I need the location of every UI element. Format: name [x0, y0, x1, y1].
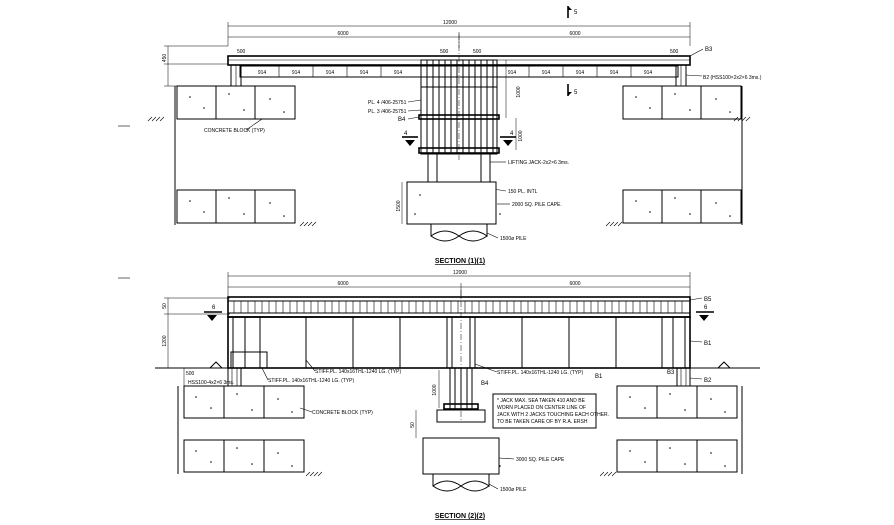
s2-label-b1-low: B1 — [595, 374, 603, 380]
s2-girder — [227, 316, 691, 369]
svg-text:914: 914 — [292, 70, 301, 76]
s2-dim-top: 50 — [162, 303, 168, 309]
s2-label-stf-left: STIFF.PL. 140x16THL-1240 LG. (TYP) — [268, 378, 354, 384]
svg-text:914: 914 — [360, 70, 369, 76]
s1-cut-5-top: 5 — [574, 10, 578, 16]
s1-title: SECTION (1)(1) — [435, 258, 485, 265]
s2-label-b3-right: B3 — [667, 370, 675, 376]
s1-label-concrete: CONCRETE BLOCK (TYP) — [204, 128, 265, 134]
s2-label-b1: B1 — [704, 341, 712, 347]
svg-text:914: 914 — [508, 70, 517, 76]
s2-dim-lower: 50 — [410, 422, 416, 428]
s2-cut-6-left: 6 — [212, 305, 216, 311]
s1-label-pl-intl: 150 PL. INTL — [508, 189, 538, 195]
s2-label-concrete: CONCRETE BLOCK (TYP) — [312, 410, 373, 416]
s1-dim-end-right: 500 — [670, 49, 679, 55]
s2-note-3: JACK WITH 2 JACKS TOUCHING EACH OTHER. — [497, 412, 609, 418]
s1-cut-5-mid: 5 — [574, 90, 578, 96]
s1-dim-tower: 1000 — [516, 86, 522, 97]
s2-label-b5: B5 — [704, 297, 712, 303]
s2-cut-6-right: 6 — [704, 305, 708, 311]
s2-label-left-jack: HSS100-4x2×6 3ms. — [188, 380, 234, 386]
s2-dim-mid: 500 — [186, 371, 195, 377]
svg-text:914: 914 — [644, 70, 653, 76]
svg-text:914: 914 — [258, 70, 267, 76]
s2-concrete-right-bottom — [616, 439, 738, 473]
s1-concrete-right-top — [622, 85, 742, 120]
s1-label-pile-cap: 2000 SQ. PILE CAPE. — [512, 202, 562, 208]
s2-center-tower — [436, 367, 486, 423]
s1-label-b4: B4 — [398, 117, 406, 123]
s1-dim-right: 6000 — [569, 31, 580, 37]
svg-text:914: 914 — [326, 70, 335, 76]
s2-concrete-right-top — [616, 385, 738, 419]
s1-dim-tower-lower: 1000 — [518, 130, 524, 141]
s2-note-2: WORN PLACED ON CENTER LINE OF — [497, 405, 586, 411]
s1-label-pile: 1500ø PILE — [500, 236, 527, 242]
s2-dim-total: 12000 — [453, 270, 467, 276]
s2-dim-left: 6000 — [337, 281, 348, 287]
s2-label-b2: B2 — [704, 378, 712, 384]
s2-title: SECTION (2)(2) — [435, 513, 485, 520]
s1-pl-bottom: PL. 3 /406-25751 — [368, 109, 407, 115]
s1-bay-labels: 914 914 914 914 914 914 914 914 914 914 — [258, 70, 653, 76]
s1-label-jack: LIFTING JACK-2x2×6 3ms. — [508, 160, 569, 166]
s1-dim-total: 12000 — [443, 20, 457, 26]
s2-dim-tower: 1000 — [432, 384, 438, 395]
svg-text:914: 914 — [576, 70, 585, 76]
s2-label-pile: 1500ø PILE — [500, 487, 527, 493]
s1-dim-side: 1500 — [396, 200, 402, 211]
s2-label-pile-cap: 3000 SQ. PILE CAPE — [516, 457, 565, 463]
s1-dim-center-left: 500 — [440, 49, 449, 55]
s1-label-b2: B2 (HSS100×2x2×6 3ms.) — [703, 75, 762, 81]
s2-note-box: * JACK MAX. SEA TAKEN 410 AND BE WORN PL… — [492, 393, 609, 429]
s1-concrete-left-top — [176, 85, 296, 120]
s1-dim-left: 6000 — [337, 31, 348, 37]
svg-text:914: 914 — [542, 70, 551, 76]
s1-dim-center-right: 500 — [473, 49, 482, 55]
section-2: 12000 6000 6000 50 1200 B5 6 6 — [118, 270, 760, 520]
s1-cut-4-right: 4 — [510, 131, 514, 137]
s2-note-4: TO BE TAKEN CARE OF BY R.A. ERSH — [497, 419, 588, 425]
s2-label-stf-mid: STIFF.PL. 140x16THL-1240 LG. (TYP) — [315, 369, 401, 375]
s2-concrete-left-bottom — [183, 439, 305, 473]
s2-dim-right: 6000 — [569, 281, 580, 287]
s1-concrete-left-bottom — [176, 189, 296, 224]
s1-pl-top: PL. 4 /406-25751 — [368, 100, 407, 106]
s2-concrete-left-top — [183, 385, 305, 419]
s2-note-1: * JACK MAX. SEA TAKEN 410 AND BE — [497, 398, 586, 404]
s2-label-stf-right: STIFF.PL. 140x16THL-1240 LG. (TYP) — [497, 370, 583, 376]
s2-label-b4: B4 — [481, 381, 489, 387]
s1-dim-end-left: 500 — [237, 49, 246, 55]
s1-center-tower — [418, 59, 500, 155]
s1-concrete-right-bottom — [622, 189, 742, 224]
s2-dim-side: 1200 — [162, 335, 168, 346]
s1-label-b3: B3 — [705, 47, 713, 53]
s1-cut-4-left: 4 — [404, 131, 408, 137]
s1-dim-height: 450 — [162, 54, 168, 63]
section-1: 12000 6000 6000 5 450 500 500 500 500 91… — [118, 6, 762, 265]
svg-text:914: 914 — [610, 70, 619, 76]
svg-text:914: 914 — [394, 70, 403, 76]
